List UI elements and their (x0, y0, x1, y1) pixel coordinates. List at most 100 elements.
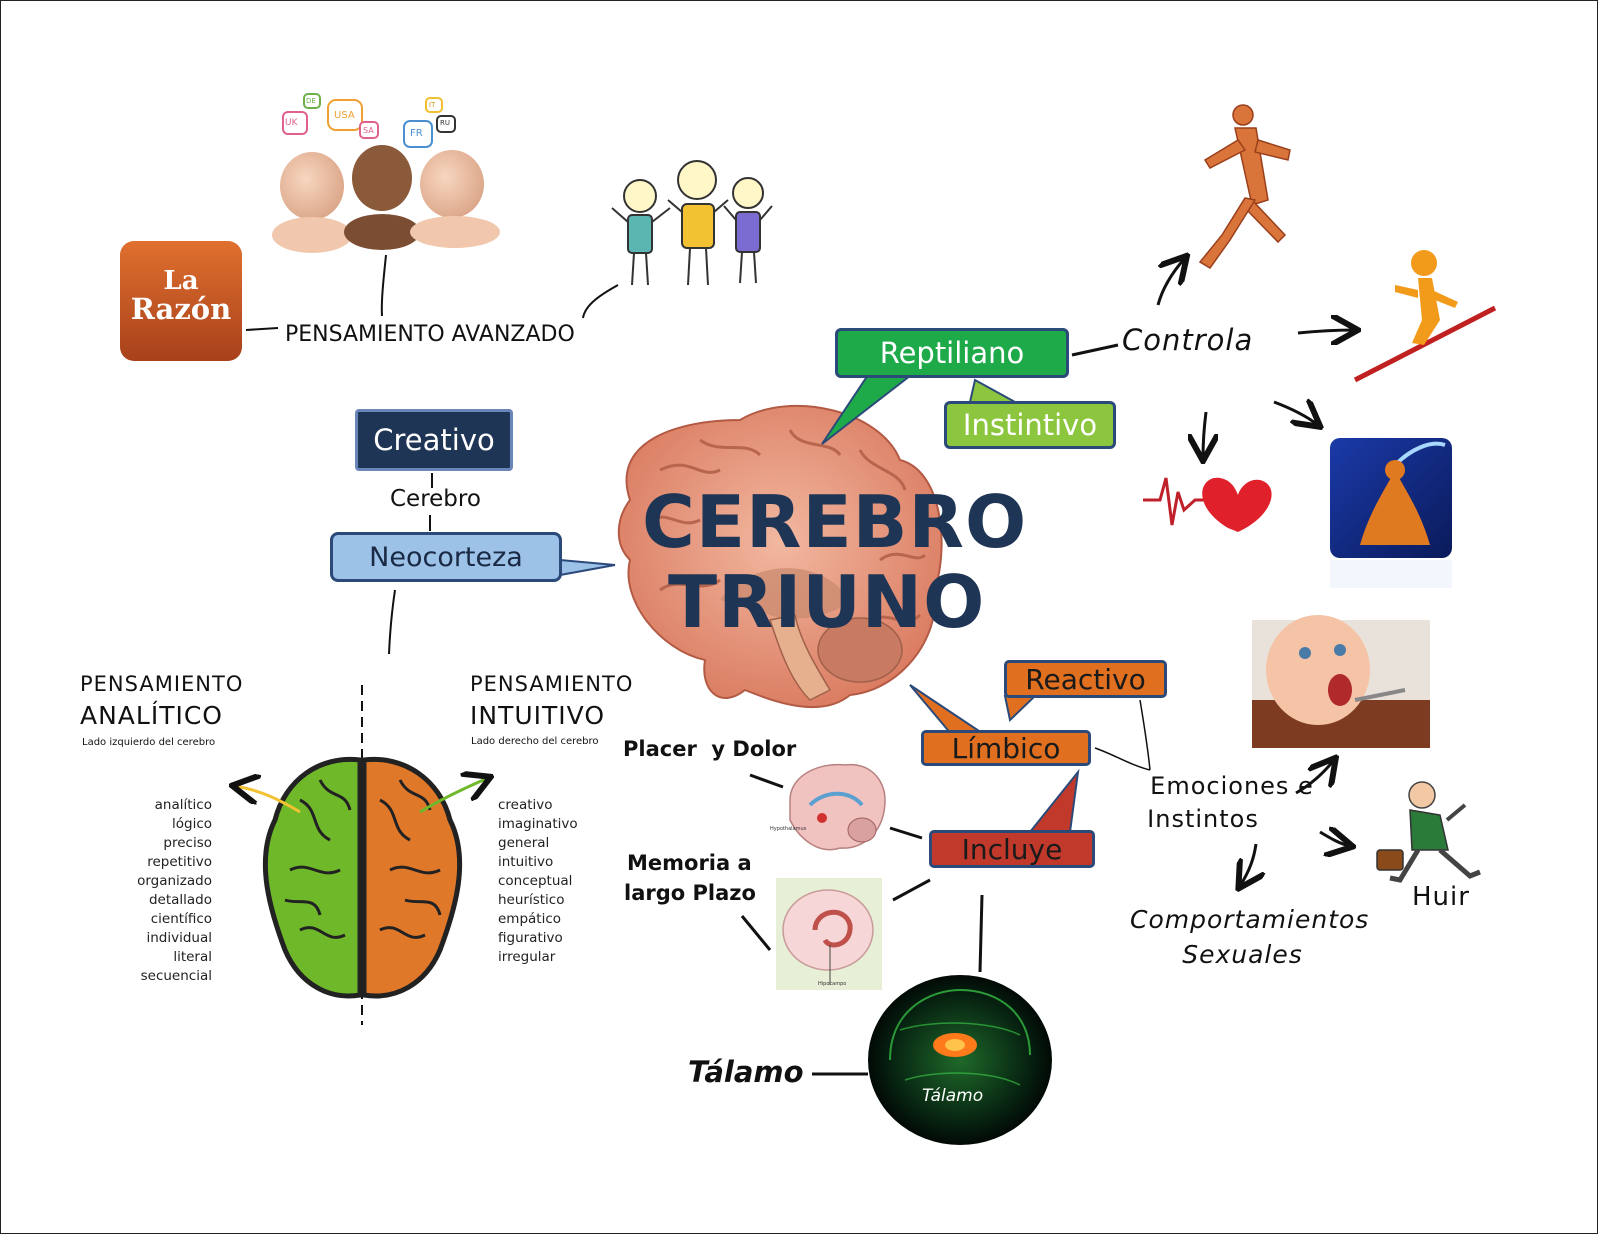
incluye-label: Incluye (961, 832, 1063, 866)
logo-connector (245, 327, 279, 331)
emociones-line2: Instintos (1147, 805, 1259, 833)
neocorteza-label: Neocorteza (369, 541, 523, 573)
trait-item: irregular (498, 949, 556, 965)
hand-drawn-arrows (1156, 258, 1355, 886)
reactivo-box: Reactivo (1004, 660, 1167, 698)
eating-baby-photo (1252, 615, 1430, 748)
trait-item: literal (173, 949, 212, 965)
trait-item: creativo (498, 797, 553, 813)
bubble-label: UK (285, 118, 298, 128)
title-line1: CEREBRO (642, 480, 1028, 564)
reptiliano-box: Reptiliano (835, 328, 1069, 378)
arrow-to-baby (1295, 760, 1334, 795)
memoria-line1: Memoria a (627, 851, 752, 875)
trait-item: lógico (171, 816, 212, 832)
instintivo-box: Instintivo (944, 401, 1116, 449)
right-title-line1: PENSAMIENTO (470, 672, 634, 696)
logo-text-line1: La (163, 266, 199, 296)
bubble-label: FR (410, 128, 423, 139)
talamo-caption: Tálamo (922, 1086, 984, 1106)
bubble-label: SA (363, 126, 374, 135)
babies-connector (380, 254, 387, 317)
la-razon-logo (120, 241, 242, 361)
neocorteza-callout-tail (559, 558, 616, 577)
surfer-figure-illustration (1353, 250, 1497, 383)
hypothalamus-caption: Hypothalamus (770, 826, 807, 832)
creativo-label: Creativo (373, 423, 495, 457)
reactivo-callout-tail (1003, 695, 1038, 722)
right-subtitle: Lado derecho del cerebro (471, 736, 599, 747)
trait-item: repetitivo (147, 854, 212, 870)
meditation-figure-illustration (1330, 438, 1452, 588)
left-subtitle: Lado izquierdo del cerebro (82, 737, 216, 748)
comportamientos-line2: Sexuales (1182, 940, 1303, 969)
runner-muscle-illustration (1198, 104, 1291, 269)
pensamiento-avanzado-label: PENSAMIENTO AVANZADO (285, 322, 575, 347)
hemispheres-brain-illustration (235, 756, 488, 999)
memoria-connector (740, 915, 772, 951)
controla-label: Controla (1122, 323, 1254, 357)
reptiliano-label: Reptiliano (879, 336, 1025, 370)
arrow-to-huir (1319, 832, 1350, 846)
right-title-line2: INTUITIVO (470, 701, 606, 730)
placer-incluye-connector (889, 826, 923, 840)
trait-item: empático (498, 911, 562, 927)
trait-item: analítico (154, 797, 212, 813)
arrow-to-meditation (1273, 402, 1318, 425)
creativo-box: Creativo (355, 409, 513, 471)
left-title-line2: ANALÍTICO (80, 701, 223, 730)
trait-item: individual (146, 930, 212, 946)
instintivo-callout-tail (968, 378, 1016, 403)
emociones-line1: Emociones e (1150, 772, 1314, 800)
emociones-connector (1094, 699, 1151, 771)
neocorteza-box: Neocorteza (330, 532, 562, 582)
fleeing-man-illustration (1376, 781, 1481, 883)
trait-item: conceptual (498, 873, 573, 889)
trait-item: figurativo (498, 930, 563, 946)
placer-connector (749, 773, 784, 789)
incluye-box: Incluye (929, 830, 1095, 868)
lightbulb-people-illustration (611, 160, 773, 286)
babies-illustration (272, 93, 500, 253)
trait-item: imaginativo (498, 816, 578, 832)
logo-text-line2: Razón (130, 292, 232, 326)
limbico-box: Límbico (921, 730, 1091, 766)
bubble-label: IT (429, 101, 436, 109)
trait-item: general (498, 835, 550, 851)
hippocampus-brain-illustration (776, 878, 882, 990)
hippocampus-caption: Hipocampo (818, 981, 847, 987)
bubble-label: RU (440, 119, 450, 127)
hypothalamus-brain-illustration (789, 763, 886, 851)
controla-connector (1071, 343, 1119, 357)
heartbeat-illustration (1143, 477, 1272, 532)
trait-item: científico (150, 911, 212, 927)
thalamus-glowing-brain-illustration (868, 975, 1052, 1145)
central-brain-illustration (617, 404, 943, 709)
trait-item: detallado (148, 892, 212, 908)
hemispheres-connector (388, 589, 396, 655)
incluye-callout-tail (1027, 768, 1080, 833)
connector-lines (245, 254, 1151, 1076)
memoria-incluye-connector (892, 878, 931, 902)
arrow-to-surfer (1297, 330, 1355, 333)
reactivo-label: Reactivo (1025, 662, 1146, 696)
memoria-line2: largo Plazo (624, 881, 756, 905)
limbico-callout-tail (909, 684, 989, 736)
placer-dolor-label: Placer y Dolor (623, 737, 797, 761)
comportamientos-line1: Comportamientos (1130, 905, 1370, 934)
huir-label: Huir (1412, 882, 1470, 912)
trait-item: heurístico (498, 892, 565, 908)
title-line2: TRIUNO (668, 560, 986, 644)
instintivo-label: Instintivo (962, 408, 1098, 442)
trait-item: preciso (163, 835, 212, 851)
lightbulbs-connector (582, 284, 619, 319)
trait-item: intuitivo (498, 854, 554, 870)
cerebro-label: Cerebro (390, 486, 481, 512)
right-traits-list: creativo imaginativo general intuitivo conce… (498, 796, 618, 967)
bubble-label: USA (334, 110, 355, 121)
trait-item: secuencial (140, 968, 212, 984)
arrow-to-runner (1156, 258, 1185, 306)
